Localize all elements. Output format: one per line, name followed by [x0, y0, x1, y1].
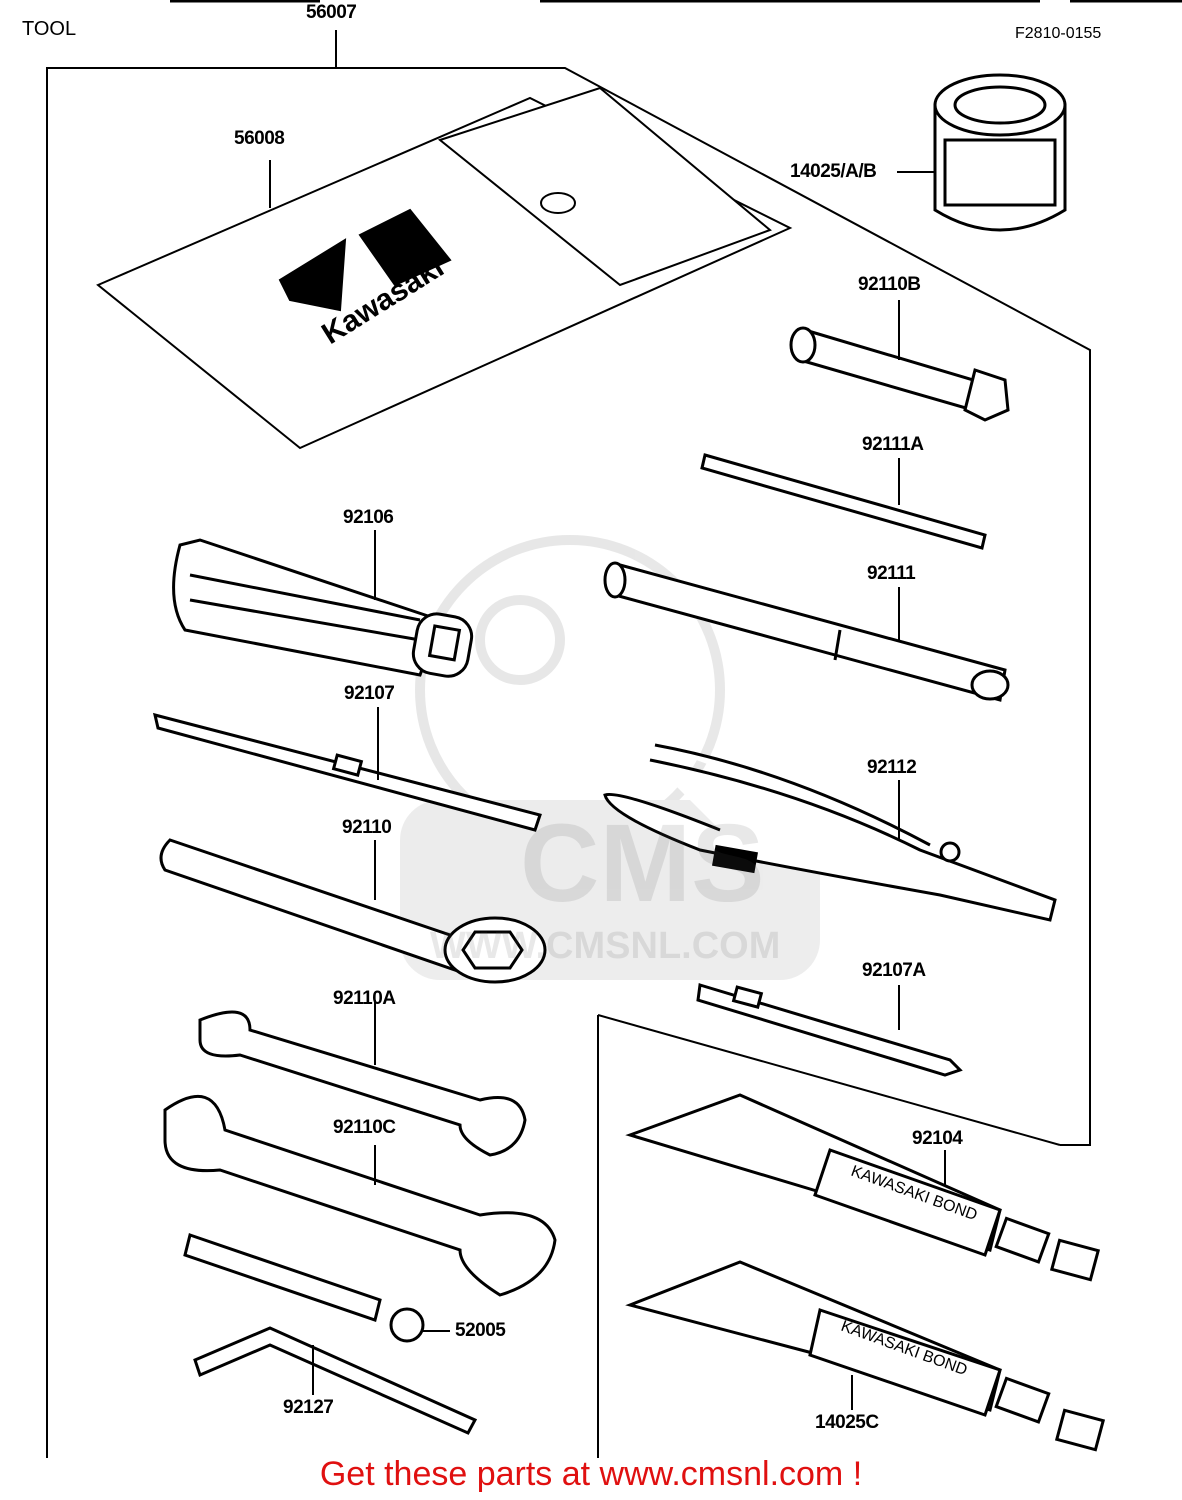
assembly-boundary: [46, 30, 1091, 1458]
grease-can: [933, 73, 1067, 232]
watermark-url: WWW.CMSNL.COM: [430, 925, 781, 967]
tool-bag: Kawasaki: [96, 86, 793, 450]
part-92110A[interactable]: 92110A: [333, 988, 396, 1009]
part-92110[interactable]: 92110: [342, 817, 392, 838]
section-title: TOOL: [22, 18, 77, 40]
pliers: [603, 743, 1057, 922]
part-56007[interactable]: 56007: [306, 2, 357, 23]
open-wrench-large: [163, 1094, 557, 1297]
part-92110B[interactable]: 92110B: [858, 274, 921, 295]
part-92111A[interactable]: 92111A: [862, 434, 924, 455]
part-14025AB[interactable]: 14025/A/B: [790, 161, 877, 182]
part-14025C[interactable]: 14025C: [815, 1412, 879, 1433]
screwdriver-handle: [172, 538, 474, 678]
screwdriver-blade: [152, 712, 542, 832]
part-92111[interactable]: 92111: [867, 563, 916, 584]
part-52005[interactable]: 52005: [455, 1320, 506, 1341]
part-92112[interactable]: 92112: [867, 757, 917, 778]
spark-plug-wrench: [159, 838, 547, 984]
phillips-bit: [696, 983, 963, 1077]
part-92127[interactable]: 92127: [283, 1397, 334, 1418]
part-92106[interactable]: 92106: [343, 507, 394, 528]
footer-link[interactable]: Get these parts at www.cmsnl.com !: [319, 1455, 863, 1493]
hinge-pin-tool: [183, 1233, 425, 1343]
part-56008[interactable]: 56008: [234, 128, 285, 149]
rod: [700, 453, 987, 550]
part-92107[interactable]: 92107: [344, 683, 395, 704]
watermark-logo: CMS: [520, 802, 765, 925]
handle-bar: [603, 561, 1010, 702]
open-wrench-small: [198, 1010, 527, 1157]
part-92107A[interactable]: 92107A: [862, 960, 926, 981]
part-92110C[interactable]: 92110C: [333, 1117, 396, 1138]
bond-tube-upper: KAWASAKI BOND: [625, 1093, 1101, 1282]
box-wrench-tube: [789, 326, 1010, 422]
figure-code: F2810-0155: [1015, 25, 1102, 42]
hex-wrench: [193, 1326, 478, 1435]
part-92104[interactable]: 92104: [912, 1128, 963, 1149]
